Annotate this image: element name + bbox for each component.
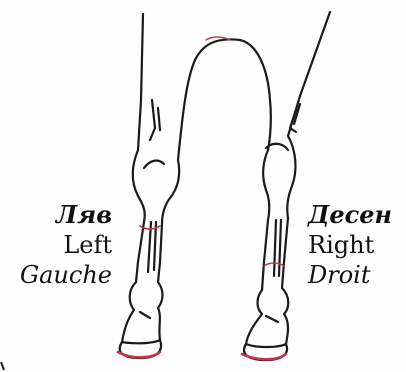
left-label-french: Gauche bbox=[8, 260, 112, 290]
right-hock-outline bbox=[287, 136, 295, 218]
left-fetlock bbox=[122, 282, 136, 342]
left-leg-labels: Ляв Left Gauche bbox=[8, 200, 112, 290]
left-cannon-inner bbox=[158, 224, 162, 282]
right-cannon-outer bbox=[282, 218, 288, 288]
right-hoof-sole bbox=[242, 354, 286, 359]
left-label-english: Left bbox=[8, 230, 112, 260]
left-thigh-line-inner bbox=[150, 100, 155, 140]
right-fetlock-inner bbox=[282, 288, 288, 344]
right-tendon-line bbox=[274, 220, 276, 276]
left-pastern-line bbox=[140, 312, 150, 318]
left-leg bbox=[118, 14, 179, 358]
left-hock-outline bbox=[133, 150, 145, 222]
right-tendon-line-2 bbox=[279, 220, 281, 276]
left-thigh-line-outer bbox=[138, 14, 143, 150]
body-arch-outline bbox=[178, 39, 271, 160]
left-fetlock-inner bbox=[158, 282, 163, 340]
left-label-bulgarian: Ляв bbox=[8, 200, 112, 230]
left-hock-inner bbox=[162, 160, 179, 224]
right-fetlock bbox=[246, 290, 262, 344]
right-hock-inner bbox=[263, 150, 269, 220]
corner-stroke-mark bbox=[0, 360, 8, 372]
right-leg-labels: Десен Right Droit bbox=[308, 200, 404, 290]
left-hock-point bbox=[144, 161, 164, 168]
right-pastern-line bbox=[266, 316, 278, 322]
right-cannon-inner bbox=[262, 220, 268, 290]
right-label-bulgarian: Десен bbox=[308, 200, 404, 230]
left-cannon-outer bbox=[136, 222, 144, 282]
right-leg bbox=[242, 12, 330, 360]
left-thigh-line-inner-2 bbox=[158, 108, 160, 130]
right-label-french: Droit bbox=[308, 260, 404, 290]
right-label-english: Right bbox=[308, 230, 404, 260]
